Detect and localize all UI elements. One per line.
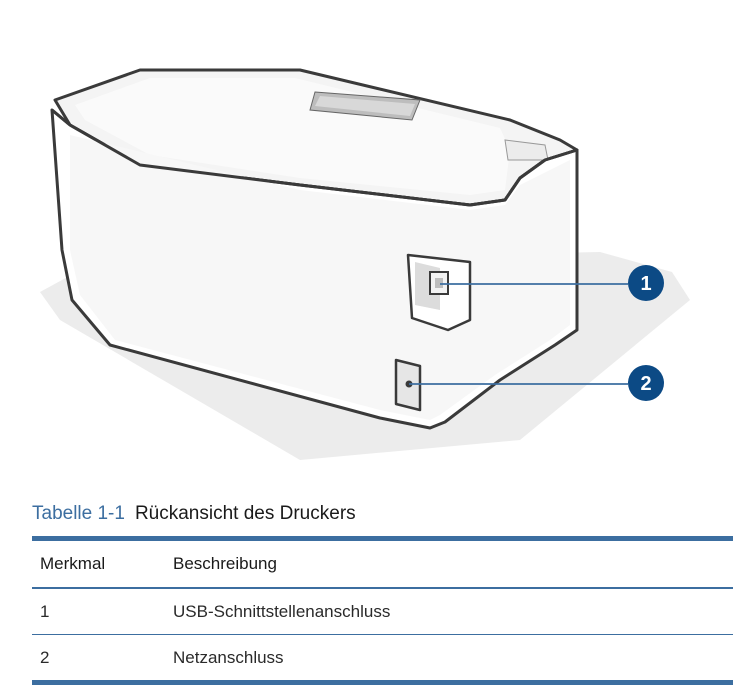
printer-back-face xyxy=(70,135,570,420)
svg-text:2: 2 xyxy=(640,373,651,395)
callout-2: 2 xyxy=(628,365,664,401)
row-1-description: USB-Schnittstellenanschluss xyxy=(173,601,391,621)
header-merkmal: Merkmal xyxy=(32,538,173,589)
table-row: 1 USB-Schnittstellenanschluss xyxy=(32,588,733,635)
table-caption-number: Tabelle 1-1 xyxy=(32,503,125,524)
printer-rear-view-figure: 1 2 xyxy=(40,68,690,460)
row-2-description: Netzanschluss xyxy=(173,647,284,667)
table-row: 2 Netzanschluss xyxy=(32,635,733,683)
table-header-row: Merkmal Beschreibung xyxy=(32,538,733,589)
row-2-feature: 2 xyxy=(40,647,50,667)
row-1-feature: 1 xyxy=(40,601,50,621)
svg-text:1: 1 xyxy=(640,273,651,295)
callout-1: 1 xyxy=(628,265,664,301)
features-table: Merkmal Beschreibung 1 USB-Schnittstelle… xyxy=(32,536,733,685)
table-caption: Tabelle 1-1 Rückansicht des Druckers xyxy=(32,503,356,525)
table-caption-title: Rückansicht des Druckers xyxy=(134,503,356,524)
printer-illustration: 1 2 xyxy=(40,68,690,460)
header-beschreibung: Beschreibung xyxy=(173,538,733,589)
